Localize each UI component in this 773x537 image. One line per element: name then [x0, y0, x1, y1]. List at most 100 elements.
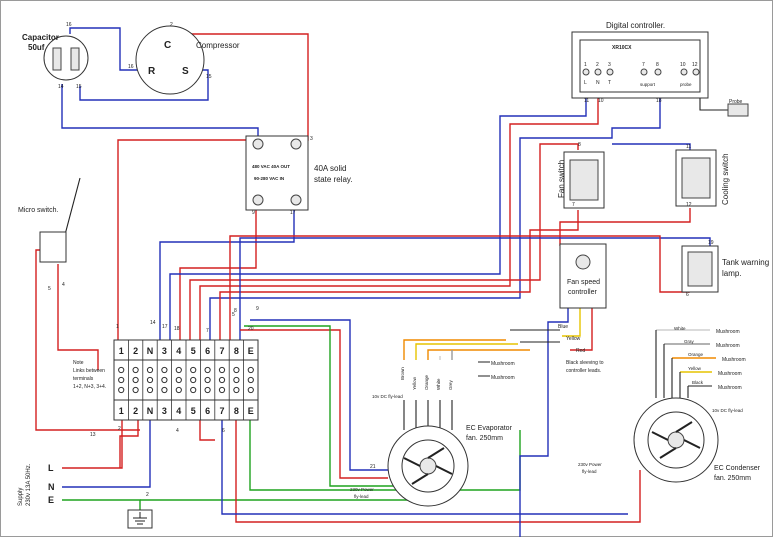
wire-fsc-sleeve — [510, 329, 560, 343]
terminal-screw — [175, 376, 182, 384]
cond-wire-black: Black — [692, 380, 704, 385]
terminal-label-top-e: E — [248, 346, 254, 356]
cond-power-1: 230v Power — [578, 462, 602, 467]
wire-supply-l — [62, 420, 123, 469]
evap-power-1: 230v Power — [350, 487, 374, 492]
terminal-label-top-7: 7 — [219, 346, 224, 356]
terminal-screw — [161, 376, 168, 384]
wire-number-label: 5 — [232, 312, 235, 318]
terminal-label-top-1: 1 — [119, 346, 124, 356]
fan-speed-title-1: Fan speed — [567, 279, 600, 286]
ctrl-pin-10: 10 — [680, 62, 686, 68]
wire-lamp-bot — [229, 235, 690, 340]
relay-terminal-2 — [290, 138, 302, 150]
supply-e: E — [48, 495, 54, 505]
wire-number-label: 21 — [370, 464, 376, 470]
evap-wire-yellow: Yellow — [412, 376, 417, 390]
evap-wire-white: White — [436, 378, 441, 390]
terminal-screw — [233, 366, 240, 374]
evap-wire-brown: Brown — [400, 367, 405, 380]
cond-mushroom-4: Mushroom — [718, 371, 742, 377]
fan-switch-title: Fan switch — [557, 160, 566, 198]
terminal-screw — [118, 366, 125, 374]
evaporator-fan — [387, 425, 469, 507]
cooling-switch-title: Cooling switch — [721, 153, 730, 205]
wire-number-label: 17 — [162, 324, 168, 330]
wire-number-label: 14 — [58, 84, 64, 90]
wire-relay-3 — [159, 208, 295, 340]
wire-number-label: 9 — [256, 306, 259, 312]
ctrl-pin-2: 2 — [596, 62, 599, 68]
compressor-body — [135, 25, 205, 95]
wire-n-cond — [221, 420, 628, 515]
sleeving-note-2: controller leads. — [566, 368, 601, 374]
fsc-label-yellow: Yellow — [566, 336, 581, 342]
capacitor-value: 50uf — [28, 43, 45, 52]
wire-number-label: 3 — [310, 136, 313, 142]
terminal-screw — [247, 386, 254, 394]
wire-number-label: 8 — [234, 308, 237, 314]
terminal-screw — [146, 376, 154, 384]
wire-evap-orange — [427, 349, 530, 360]
wire-8-cond — [235, 410, 641, 523]
wire-number-label: 15 — [76, 84, 82, 90]
ctrl-probe-label: probe — [680, 82, 692, 87]
terminal-label-top-2: 2 — [133, 346, 138, 356]
ctrl-pin-1: 1 — [584, 62, 587, 68]
fan-speed-title-2: controller — [568, 289, 597, 296]
wire-number-label: 2 — [146, 492, 149, 498]
fsc-label-red: Red — [576, 348, 585, 354]
terminal-label-top-5: 5 — [191, 346, 196, 356]
cond-mushroom-3: Mushroom — [722, 357, 746, 363]
terminal-label-bottom-7: 7 — [219, 406, 224, 416]
terminal-screw — [118, 386, 125, 394]
terminal-screw — [233, 386, 240, 394]
terminal-screw — [118, 376, 125, 384]
sleeving-note-1: Black sleeving to — [566, 360, 604, 366]
fan-speed-body — [559, 243, 607, 309]
cooling-switch-rocker — [681, 157, 711, 199]
controller-terminals — [582, 68, 700, 76]
wire-fsc-red — [570, 308, 593, 351]
terminal-label-bottom-3: 3 — [162, 406, 167, 416]
wire-number-label: 4 — [62, 282, 65, 288]
earth-symbol — [127, 509, 153, 529]
terminal-label-bottom-e: E — [248, 406, 254, 416]
wire-number-label: 11 — [584, 98, 589, 104]
wire-cool-sw-bot — [559, 208, 691, 246]
cond-mushroom-5: Mushroom — [718, 385, 742, 391]
compressor-title: Compressor — [196, 41, 240, 50]
terminal-screw — [218, 366, 226, 374]
controller-title: Digital controller. — [606, 21, 665, 30]
wire-evap-e — [244, 325, 400, 487]
ctrl-mark-l: L — [584, 80, 587, 86]
terminal-screw — [247, 376, 254, 384]
note-line-2: terminals — [73, 376, 94, 382]
terminal-screw — [190, 386, 197, 394]
compressor-pin-s: S — [182, 66, 189, 77]
evap-mushroom-1: Mushroom — [491, 361, 515, 367]
micro-switch-body — [39, 231, 67, 263]
wire-number-label: 4 — [176, 428, 179, 434]
evap-wire-orange: Orange — [424, 374, 429, 390]
wire-number-label: 10 — [598, 98, 604, 104]
fsc-label-blue: Blue — [558, 324, 568, 330]
terminal-screw — [146, 386, 154, 394]
capacitor-terminal-left — [52, 47, 62, 71]
wire-number-label: 6 — [686, 292, 689, 298]
ctrl-pin-8: 8 — [656, 62, 659, 68]
wire-relay-1 — [117, 139, 258, 340]
terminal-screw — [218, 376, 226, 384]
terminal-label-top-3: 3 — [162, 346, 167, 356]
wire-number-label: 20 — [248, 326, 254, 332]
evap-mushroom-2: Mushroom — [491, 375, 515, 381]
compressor-pin-r: R — [148, 66, 156, 77]
wire-number-label: 1 — [116, 324, 119, 330]
wire-term-2 — [119, 420, 139, 468]
relay-terminal-3 — [290, 194, 302, 206]
wire-supply-e — [62, 499, 141, 510]
controller-model: XR10CX — [612, 45, 632, 51]
terminal-screw — [204, 366, 211, 374]
terminal-label-top-4: 4 — [176, 346, 181, 356]
terminal-screw — [190, 366, 197, 374]
